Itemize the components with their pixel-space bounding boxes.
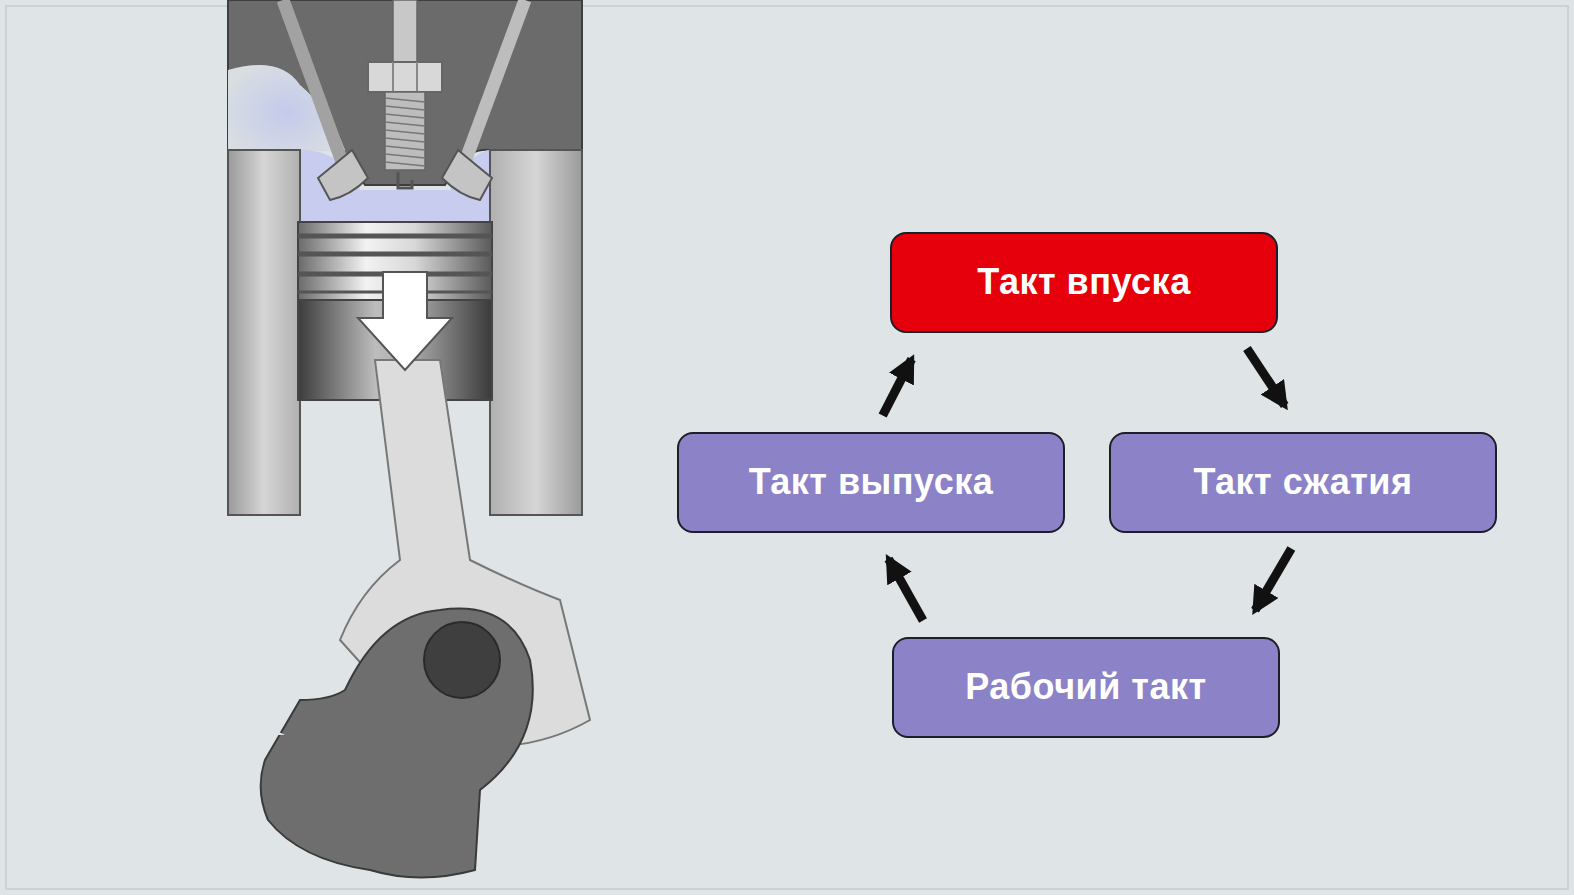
cycle-arrow xyxy=(889,559,924,621)
stage-label: Такт сжатия xyxy=(1193,461,1412,503)
active-stage-box: Такт впуска xyxy=(890,232,1278,333)
stage-box: Рабочий такт xyxy=(892,637,1280,738)
exhaust-valve xyxy=(442,0,525,200)
crankshaft xyxy=(261,609,533,878)
crank-pin xyxy=(424,622,500,698)
motion-arrow xyxy=(358,272,452,370)
intake-valve xyxy=(283,0,368,200)
cycle-arrow xyxy=(883,359,912,415)
cycle-arrow xyxy=(1247,349,1285,406)
cycle-arrow xyxy=(1255,549,1291,611)
stage-box: Такт сжатия xyxy=(1109,432,1497,533)
cylinder-wall xyxy=(228,150,300,515)
stage-label: Рабочий такт xyxy=(965,666,1206,708)
frame xyxy=(6,6,1568,889)
cylinder-wall xyxy=(490,150,582,515)
spark-plug xyxy=(368,0,442,188)
stage-label: Такт выпуска xyxy=(749,461,994,503)
stage-box: Такт выпуска xyxy=(677,432,1065,533)
stage-label: Такт впуска xyxy=(977,261,1190,303)
